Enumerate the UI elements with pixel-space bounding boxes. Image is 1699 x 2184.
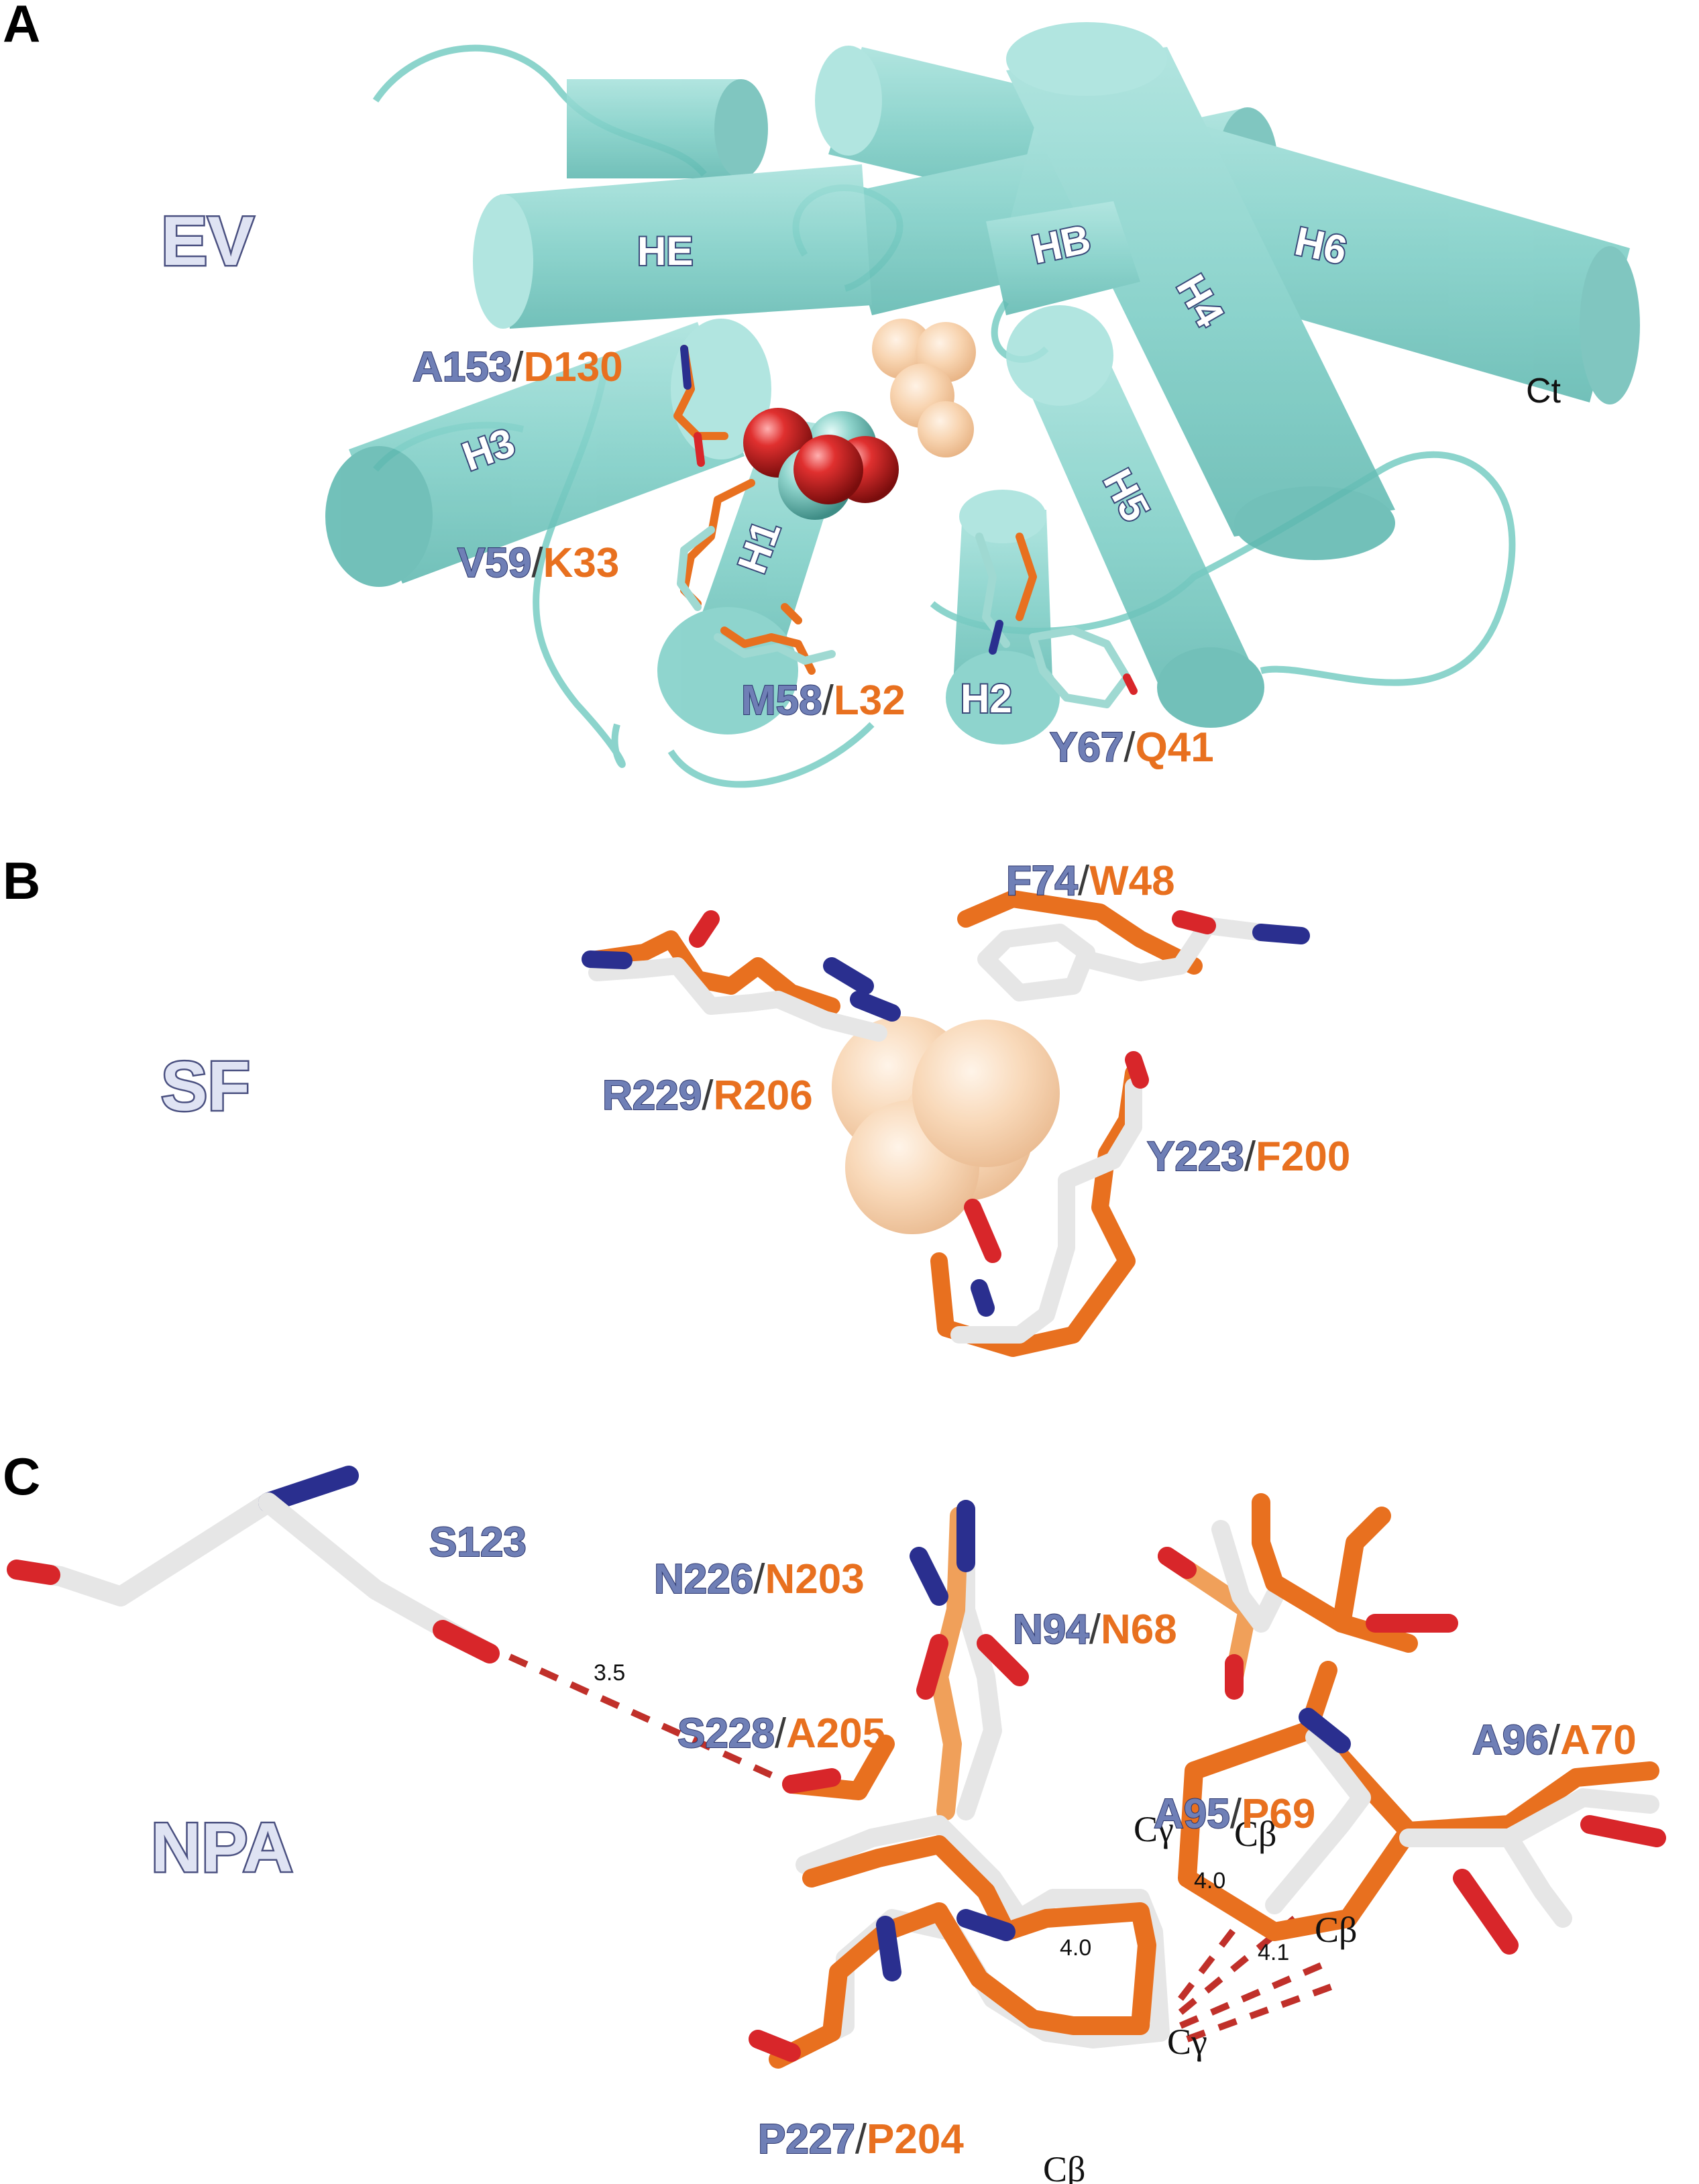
atom-label-cgamma-2: Cγ xyxy=(1167,2022,1207,2062)
atom-label-cbeta-2: Cβ xyxy=(1315,1910,1358,1950)
helix-hb xyxy=(986,201,1140,315)
residue-label-a96-a70: A96/A70 xyxy=(1472,1717,1637,1763)
panel-c: C NPA xyxy=(3,1447,1666,2184)
ligand-spheres-b xyxy=(832,1016,1060,1234)
panel-letter-a: A xyxy=(3,0,40,53)
distance-label-4: 4.1 xyxy=(1258,1940,1289,1965)
residue-label-m58-l32: M58/L32 xyxy=(741,677,906,724)
residue-label-v59-k33: V59/K33 xyxy=(457,540,619,586)
ligand-spheres-peach xyxy=(872,319,976,457)
panel-letter-c: C xyxy=(3,1447,40,1506)
helix-h5 xyxy=(1006,305,1264,728)
panel-letter-b: B xyxy=(3,851,40,910)
residue-label-n94-n68: N94/N68 xyxy=(1013,1606,1177,1653)
panel-b: B SF F74 xyxy=(3,851,1350,1357)
residue-label-p227-p204: P227/P204 xyxy=(758,2116,964,2163)
residue-label-y223-f200: Y223/F200 xyxy=(1147,1134,1350,1180)
panel-a: A EV xyxy=(3,0,1640,788)
helix-label-he: HE xyxy=(637,229,693,274)
residue-label-a95-p69: A95/P69 xyxy=(1154,1791,1315,1837)
distance-dashes xyxy=(508,1653,1336,2042)
c-terminus-label: Ct xyxy=(1526,372,1561,411)
ligand-spheres-red xyxy=(743,408,899,520)
side-chains-a xyxy=(673,345,1138,708)
atom-label-cgamma-1: Cγ xyxy=(1134,1809,1174,1849)
residue-label-r229-r206: R229/R206 xyxy=(602,1073,813,1119)
residue-label-y67-q41: Y67/Q41 xyxy=(1050,724,1214,771)
helix-top-left xyxy=(567,79,768,178)
residue-label-s228-a205: S228/A205 xyxy=(677,1710,885,1757)
helix-he xyxy=(473,164,872,329)
side-chains-b xyxy=(582,890,1310,1357)
distance-label-2: 4.0 xyxy=(1194,1868,1225,1894)
helix-h4 xyxy=(1006,22,1395,560)
helix-label-h2: H2 xyxy=(961,676,1012,721)
helix-h3 xyxy=(325,319,771,587)
residue-label-s123: S123 xyxy=(429,1519,527,1566)
panel-a-title: EV xyxy=(161,203,254,280)
panel-c-title: NPA xyxy=(151,1809,293,1887)
side-chains-c xyxy=(749,1493,1666,2069)
residue-label-a153-d130: A153/D130 xyxy=(413,344,623,390)
s123-stick xyxy=(7,1466,500,1663)
distance-label-3: 4.0 xyxy=(1060,1935,1091,1961)
panel-b-title: SF xyxy=(161,1048,250,1126)
residue-label-n226-n203: N226/N203 xyxy=(654,1556,865,1602)
atom-label-cbeta-1: Cβ xyxy=(1234,1814,1277,1854)
atom-label-cbeta-3: Cβ xyxy=(1043,2149,1086,2184)
residue-label-f74-w48: F74/W48 xyxy=(1006,858,1175,904)
distance-label-1: 3.5 xyxy=(594,1660,625,1686)
